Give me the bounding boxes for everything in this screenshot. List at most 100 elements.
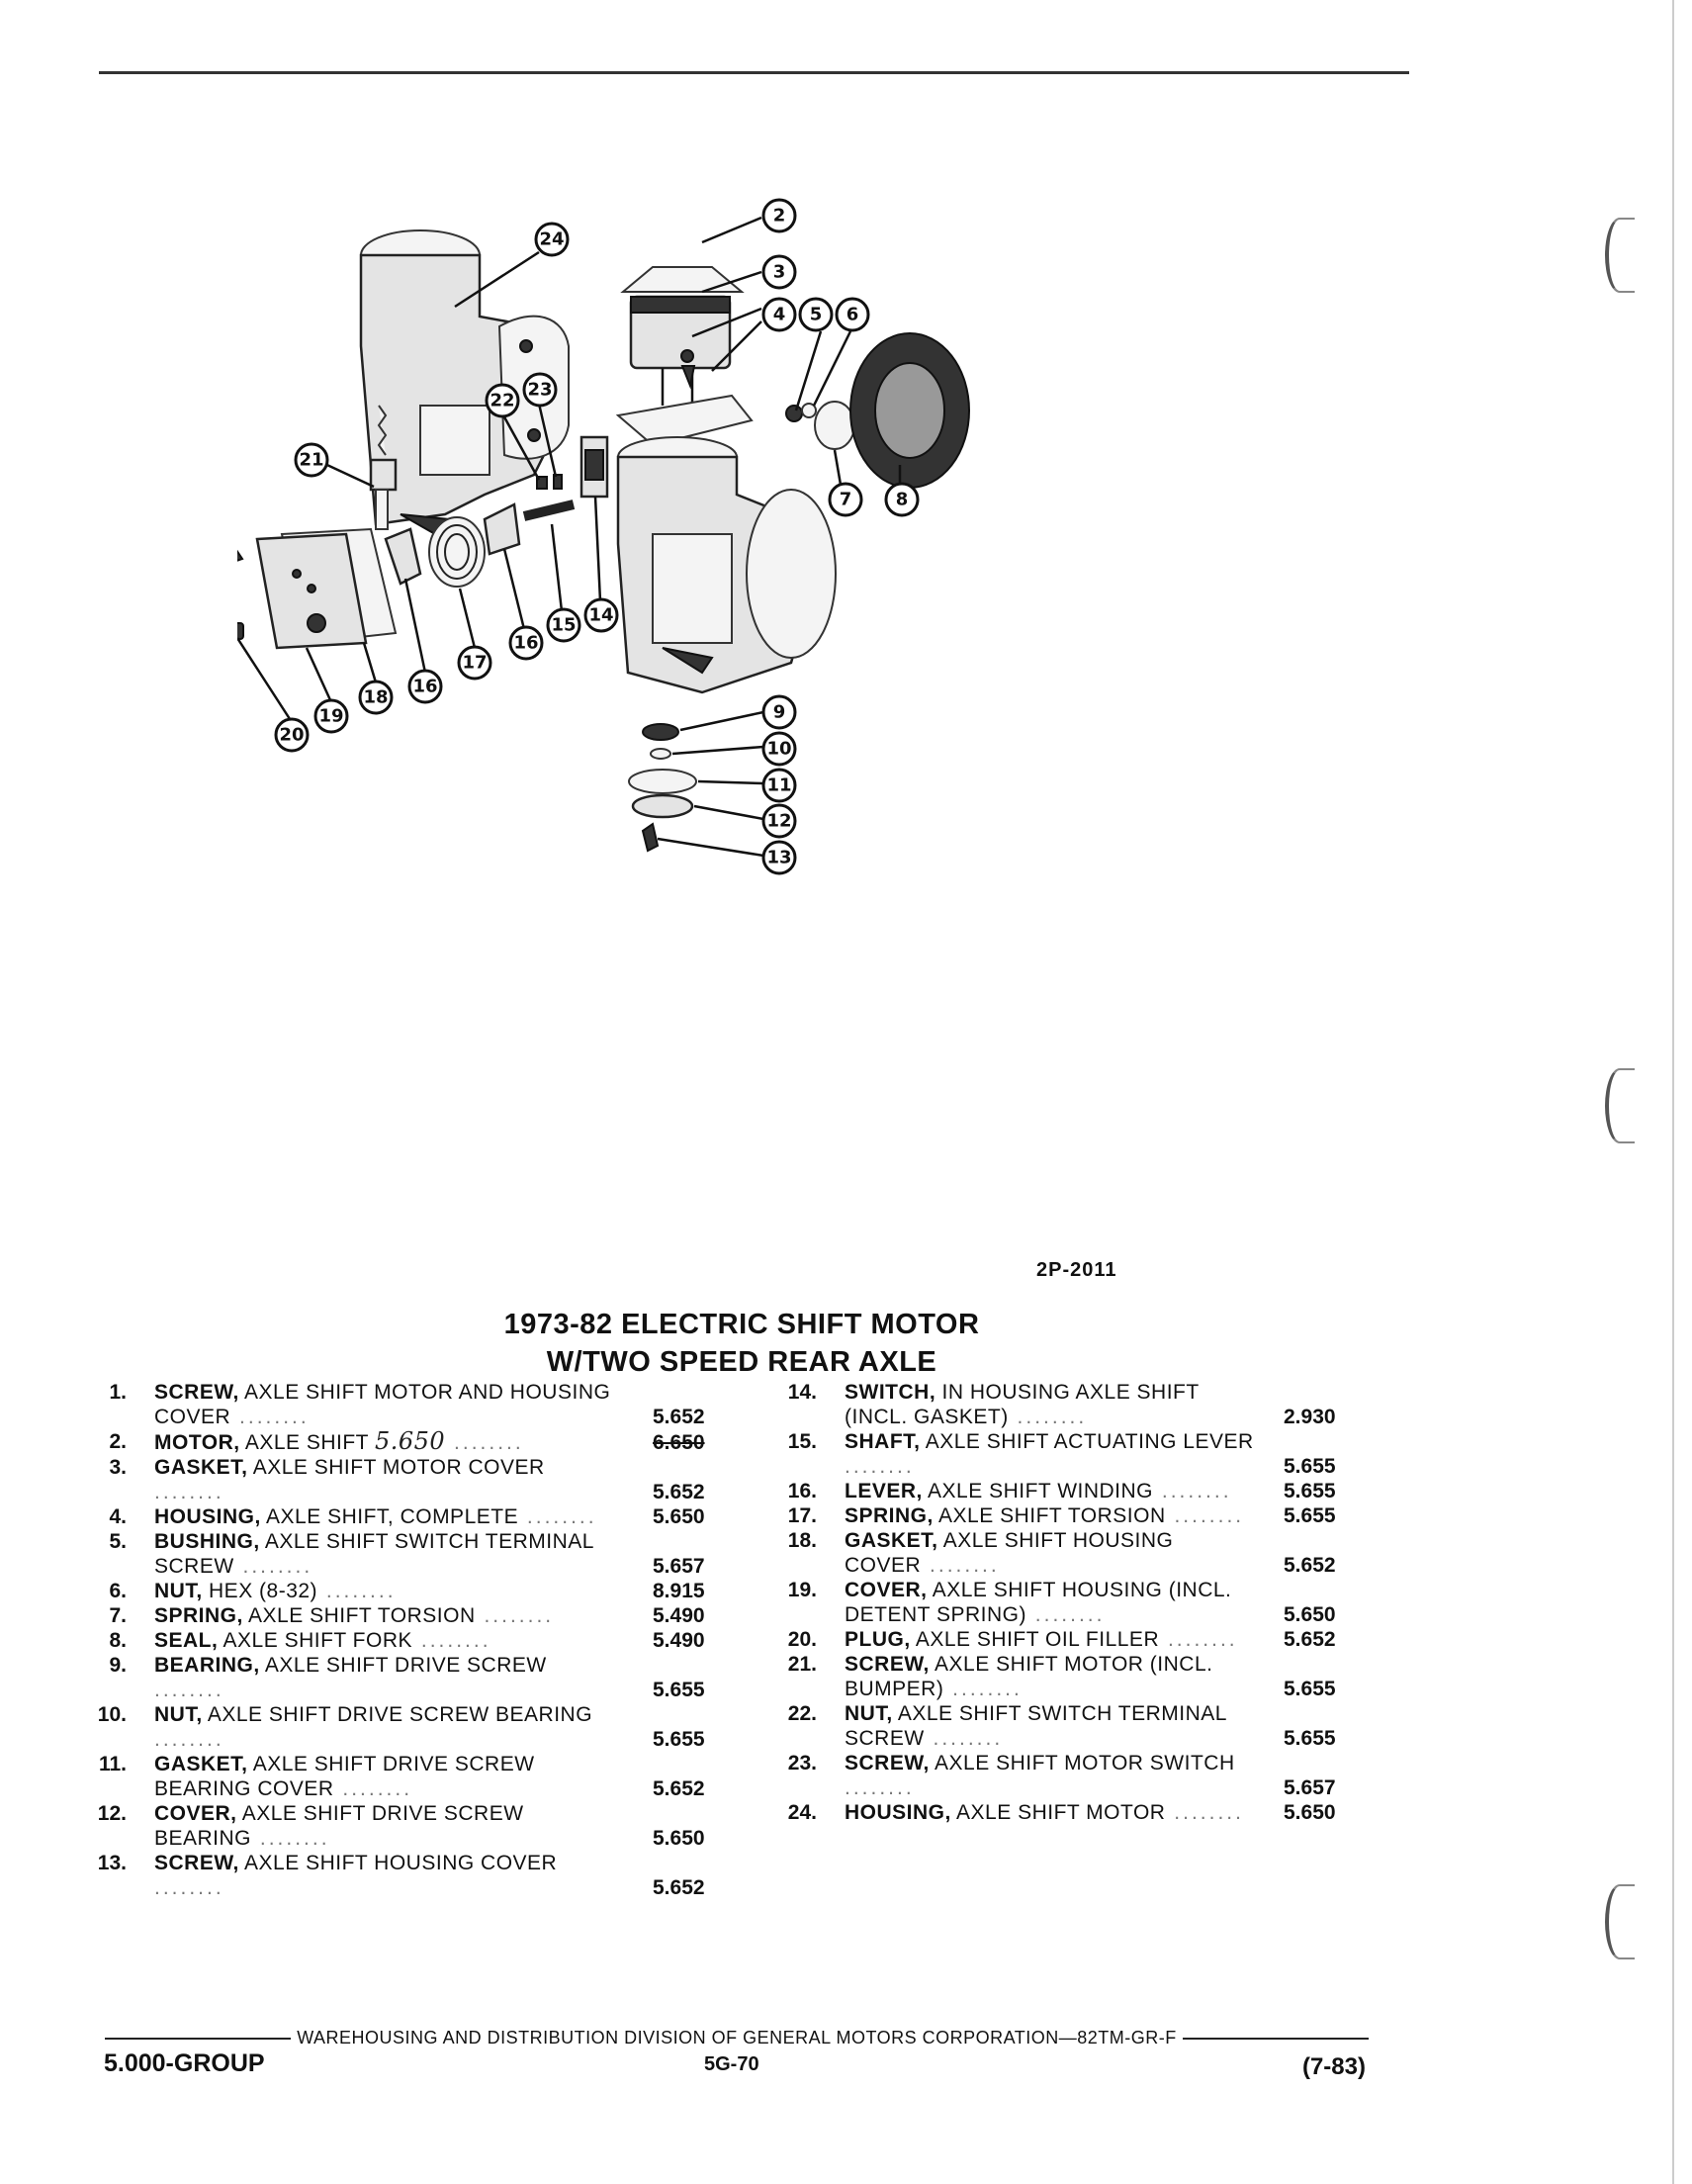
parts-list-item: 22.NUT, AXLE SHIFT SWITCH TERMINAL SCREW… [769, 1701, 1373, 1751]
callout-label: 16 [412, 677, 437, 697]
part-switch-screw-illustration [553, 474, 563, 490]
item-group-number: 5.655 [1284, 1504, 1336, 1527]
parts-list-item: 14.SWITCH, IN HOUSING AXLE SHIFT (INCL. … [769, 1380, 1373, 1429]
item-description: BEARING, AXLE SHIFT DRIVE SCREW ........ [154, 1653, 742, 1702]
item-group-number: 5.650 [653, 1827, 705, 1850]
item-detail: AXLE SHIFT HOUSING COVER [845, 1529, 1174, 1577]
item-group-number: 2.930 [1284, 1406, 1336, 1428]
item-name: NUT, [154, 1703, 203, 1726]
callout-label: 6 [846, 305, 859, 325]
leader-dots: ........ [154, 1679, 224, 1701]
part-motor-screw-illustration [369, 405, 398, 530]
item-group-number: 5.655 [653, 1679, 705, 1701]
item-name: GASKET, [154, 1753, 248, 1775]
item-name: SCREW, [154, 1852, 239, 1874]
item-description: COVER, AXLE SHIFT HOUSING (INCL. DETENT … [845, 1578, 1373, 1627]
callout-label: 23 [527, 380, 552, 401]
leader-dots: ........ [412, 1629, 491, 1652]
parts-list-item: 16.LEVER, AXLE SHIFT WINDING ........5.6… [769, 1479, 1373, 1503]
callout-label: 19 [318, 706, 343, 727]
leader-dots: ........ [1165, 1504, 1245, 1527]
item-description: SCREW, AXLE SHIFT MOTOR AND HOUSING COVE… [154, 1380, 742, 1429]
callout-label: 4 [773, 305, 786, 325]
item-name: SCREW, [154, 1381, 239, 1404]
item-detail: AXLE SHIFT [244, 1431, 369, 1454]
item-group-number: 5.650 [653, 1505, 705, 1528]
callout-label: 7 [840, 490, 852, 510]
item-number: 17. [787, 1504, 817, 1527]
leader-dots: ........ [1159, 1628, 1238, 1651]
item-number: 24. [787, 1801, 817, 1824]
leader-dots: ........ [1025, 1603, 1106, 1626]
item-description: BUSHING, AXLE SHIFT SWITCH TERMINAL SCRE… [154, 1529, 742, 1579]
item-group-number: 5.650 [1284, 1603, 1336, 1626]
parts-list-item: 3.GASKET, AXLE SHIFT MOTOR COVER .......… [79, 1455, 742, 1504]
callout-group [274, 198, 920, 875]
leader-dots: ........ [1008, 1406, 1088, 1428]
item-name: SCREW, [845, 1653, 930, 1676]
item-description: PLUG, AXLE SHIFT OIL FILLER ........ [845, 1627, 1373, 1652]
leader-dots: ........ [845, 1455, 915, 1478]
item-description: SHAFT, AXLE SHIFT ACTUATING LEVER ......… [845, 1429, 1373, 1479]
item-name: HOUSING, [845, 1801, 951, 1824]
item-group-number: 5.655 [653, 1728, 705, 1751]
item-detail: AXLE SHIFT SWITCH TERMINAL SCREW [845, 1702, 1227, 1750]
item-detail: AXLE SHIFT MOTOR AND HOUSING COVER [154, 1381, 611, 1428]
callout-label: 8 [896, 490, 909, 510]
item-number: 10. [97, 1703, 127, 1726]
parts-list-item: 10.NUT, AXLE SHIFT DRIVE SCREW BEARING .… [79, 1702, 742, 1752]
item-description: SCREW, AXLE SHIFT MOTOR SWITCH ........ [845, 1751, 1373, 1800]
part-screw-illustration [237, 549, 244, 562]
item-group-number: 5.490 [653, 1604, 705, 1627]
callout-label: 21 [299, 450, 323, 471]
footer-division: WAREHOUSING AND DISTRIBUTION DIVISION OF… [99, 2028, 1375, 2048]
parts-list-item: 17.SPRING, AXLE SHIFT TORSION ........5.… [769, 1503, 1373, 1528]
item-number: 3. [109, 1456, 127, 1479]
parts-list-item: 6.NUT, HEX (8-32) ........8.915 [79, 1579, 742, 1603]
handwritten-correction: 5.650 [374, 1427, 446, 1455]
part-cam-illustration [483, 502, 521, 556]
item-description: SWITCH, IN HOUSING AXLE SHIFT (INCL. GAS… [845, 1380, 1373, 1429]
leader-dots: ........ [233, 1555, 313, 1578]
callout-label: 11 [766, 775, 791, 796]
binder-hole [1605, 1068, 1635, 1143]
binder-hole [1605, 218, 1635, 293]
callout-label: 15 [551, 615, 576, 636]
item-detail: AXLE SHIFT HOUSING (INCL. DETENT SPRING) [845, 1579, 1232, 1626]
callout-label: 22 [490, 391, 514, 411]
item-number: 9. [109, 1654, 127, 1677]
callout-label: 18 [363, 687, 388, 708]
item-description: GASKET, AXLE SHIFT HOUSING COVER .......… [845, 1528, 1373, 1578]
item-detail: IN HOUSING AXLE SHIFT (INCL. GASKET) [845, 1381, 1200, 1428]
part-cover-screw-illustration [641, 822, 660, 853]
callout-label: 9 [773, 702, 786, 723]
part-plug-illustration [237, 622, 244, 640]
item-detail: AXLE SHIFT TORSION [938, 1504, 1166, 1527]
item-description: GASKET, AXLE SHIFT DRIVE SCREW BEARING C… [154, 1752, 742, 1801]
part-bearing-gasket-illustration [628, 769, 697, 794]
parts-list-item: 24.HOUSING, AXLE SHIFT MOTOR ........5.6… [769, 1800, 1373, 1825]
callout-label: 3 [773, 262, 786, 283]
item-name: COVER, [845, 1579, 928, 1601]
parts-list-item: 15. SHAFT, AXLE SHIFT ACTUATING LEVER ...… [769, 1429, 1373, 1479]
item-name: COVER, [154, 1802, 237, 1825]
item-description: SEAL, AXLE SHIFT FORK ........ [154, 1628, 742, 1653]
item-name: PLUG, [845, 1628, 911, 1651]
item-name: NUT, [845, 1702, 893, 1725]
item-number: 4. [109, 1505, 127, 1528]
item-detail: AXLE SHIFT FORK [223, 1629, 413, 1652]
item-detail: AXLE SHIFT, COMPLETE [266, 1505, 519, 1528]
part-motor-illustration [620, 266, 745, 406]
item-number: 13. [97, 1852, 127, 1874]
item-detail: AXLE SHIFT MOTOR [956, 1801, 1166, 1824]
title-line-2: W/TWO SPEED REAR AXLE [546, 1346, 937, 1378]
item-detail: HEX (8-32) [209, 1580, 318, 1602]
item-description: NUT, AXLE SHIFT SWITCH TERMINAL SCREW ..… [845, 1701, 1373, 1751]
item-number: 15. [787, 1430, 817, 1453]
item-detail: AXLE SHIFT TORSION [248, 1604, 476, 1627]
callout-label: 24 [539, 229, 564, 250]
callout-label: 20 [279, 725, 304, 746]
item-group-number: 5.655 [1284, 1678, 1336, 1700]
item-group-number: 5.655 [1284, 1727, 1336, 1750]
item-number: 2. [109, 1430, 127, 1453]
